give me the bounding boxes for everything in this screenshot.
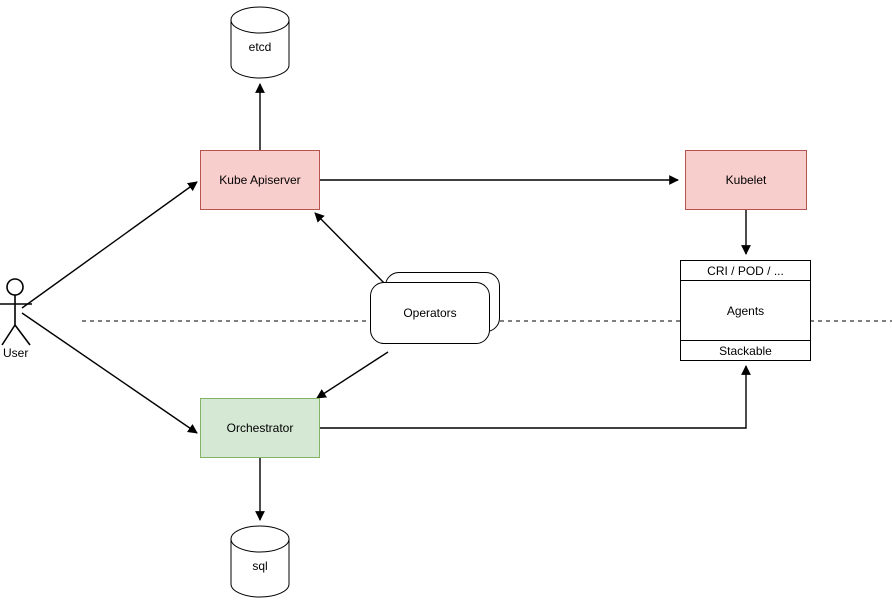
user-actor-label: User [3,346,29,360]
agents-body-label: Agents [726,303,765,318]
operators-node[interactable]: Operators [370,272,502,348]
etcd-label: etcd [248,40,272,54]
agents-footer-row: Stackable [681,340,810,360]
kubelet-node[interactable]: Kubelet [685,150,807,210]
agents-body-row: Agents [681,281,810,340]
operators-card-front[interactable]: Operators [370,282,490,344]
orchestrator-label: Orchestrator [226,420,294,435]
agents-node[interactable]: CRI / POD / ... Agents Stackable [680,260,811,361]
agents-header-label: CRI / POD / ... [707,263,784,278]
kube-apiserver-label: Kube Apiserver [219,172,301,187]
agents-header-row: CRI / POD / ... [681,261,810,281]
etcd-node[interactable]: etcd [231,20,289,85]
kubelet-label: Kubelet [725,172,767,187]
orchestrator-node[interactable]: Orchestrator [200,398,320,458]
edge-orchestrator-to-stackable [320,365,751,429]
edge-operators-to-orchestrator [316,351,389,399]
edge-user-to-orchestrator [21,312,198,434]
agents-footer-label: Stackable [719,343,772,358]
edge-user-to-apiserver [21,181,198,309]
sql-node[interactable]: sql [231,539,289,601]
operators-label: Operators [403,306,457,320]
user-actor-shape [0,278,32,346]
kube-apiserver-node[interactable]: Kube Apiserver [200,150,320,210]
sql-label: sql [252,559,268,573]
